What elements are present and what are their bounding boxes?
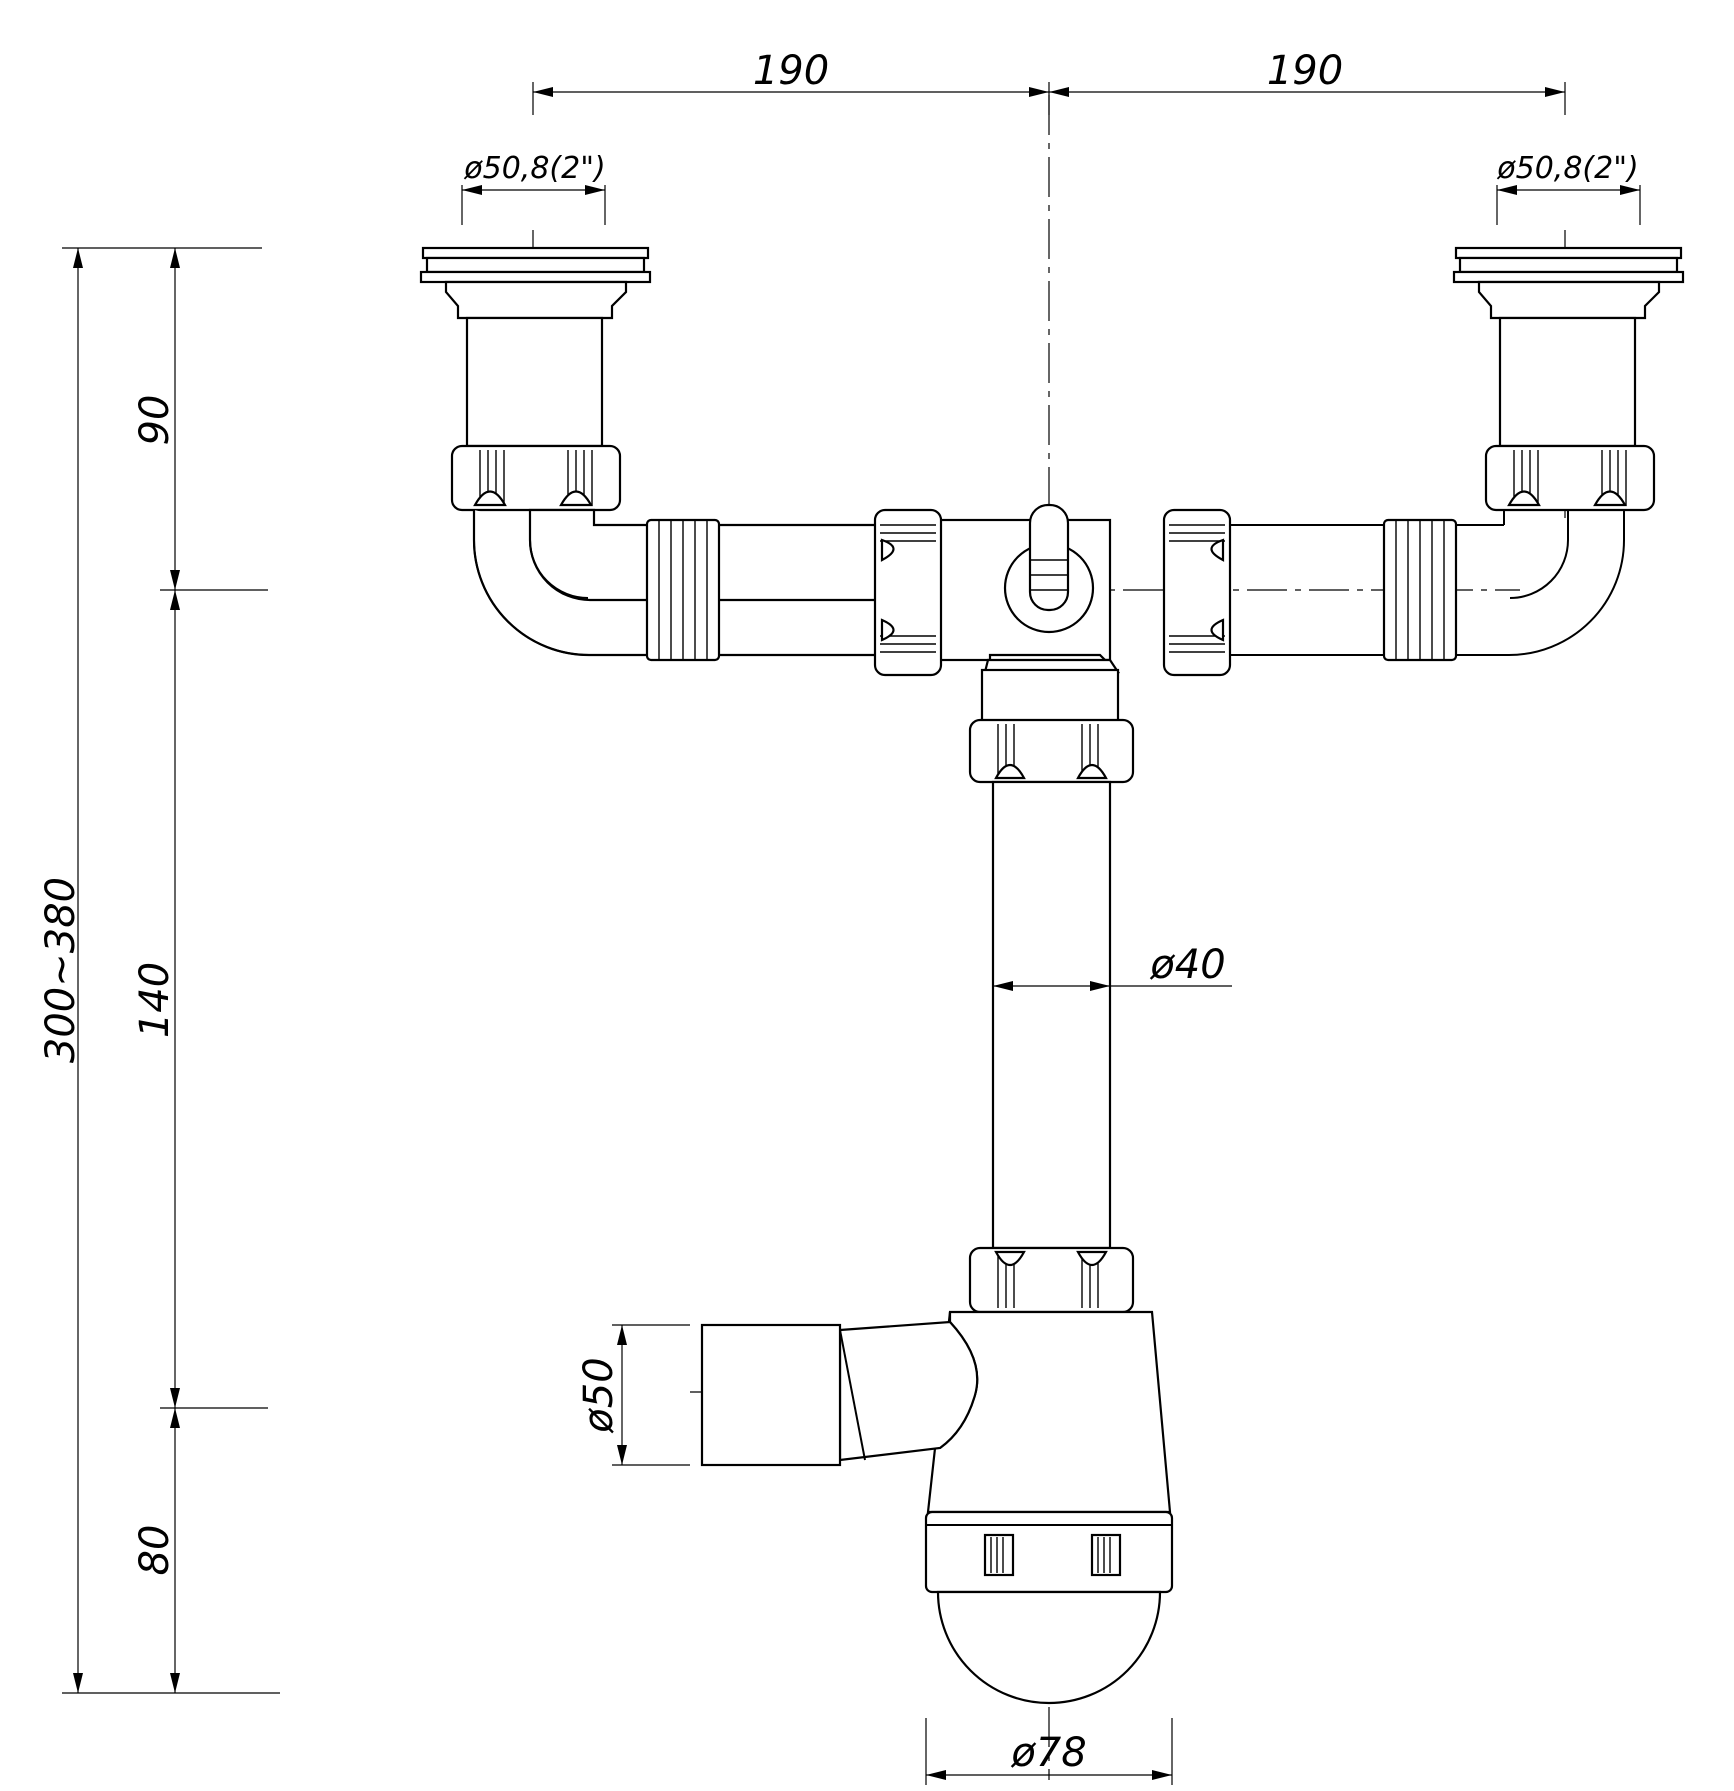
pipe-diameter-label: ø40 bbox=[1149, 942, 1225, 988]
left-inlet-nut bbox=[450, 444, 622, 512]
outlet-diameter-label: ø50 bbox=[576, 1357, 622, 1433]
upper-vertical-nut bbox=[968, 718, 1135, 784]
right-spacing-label: 190 bbox=[1267, 48, 1343, 94]
right-horizontal-pipe bbox=[1230, 524, 1509, 656]
right-inlet-nut bbox=[1484, 444, 1656, 512]
total-height-label: 300~380 bbox=[38, 877, 84, 1063]
vertical-pipe bbox=[991, 780, 1112, 1250]
right-tee-nut bbox=[1162, 508, 1232, 677]
outlet-diameter-dimension: ø50 bbox=[576, 1324, 690, 1466]
bottle-diameter-dimension: ø78 bbox=[925, 1718, 1173, 1785]
left-tee-nut bbox=[873, 508, 943, 677]
left-corrugated-section bbox=[645, 518, 721, 662]
outlet-pipe bbox=[700, 1320, 979, 1467]
right-inlet-diameter-label: ø50,8(2") bbox=[1496, 151, 1638, 186]
left-inlet-diameter-dimension: ø50,8(2") bbox=[461, 151, 606, 225]
height-dimensions: 300~380 90 140 80 bbox=[38, 247, 280, 1694]
bottle-cap bbox=[924, 1510, 1174, 1705]
lower-height-label: 80 bbox=[132, 1525, 178, 1576]
bottle-diameter-label: ø78 bbox=[1010, 1730, 1086, 1776]
left-inlet-diameter-label: ø50,8(2") bbox=[463, 151, 605, 186]
right-corrugated-section bbox=[1382, 518, 1458, 662]
right-inlet-diameter-dimension: ø50,8(2") bbox=[1496, 151, 1641, 225]
upper-height-label: 90 bbox=[132, 395, 178, 446]
top-spacing-dimension: 190 190 bbox=[532, 48, 1566, 115]
lower-vertical-nut bbox=[968, 1246, 1135, 1314]
pipe-diameter-dimension: ø40 bbox=[993, 942, 1232, 991]
middle-height-label: 140 bbox=[132, 962, 178, 1038]
left-spacing-label: 190 bbox=[753, 48, 829, 94]
right-strainer bbox=[1452, 246, 1685, 448]
central-tee-junction bbox=[938, 503, 1121, 732]
left-strainer bbox=[419, 246, 652, 448]
